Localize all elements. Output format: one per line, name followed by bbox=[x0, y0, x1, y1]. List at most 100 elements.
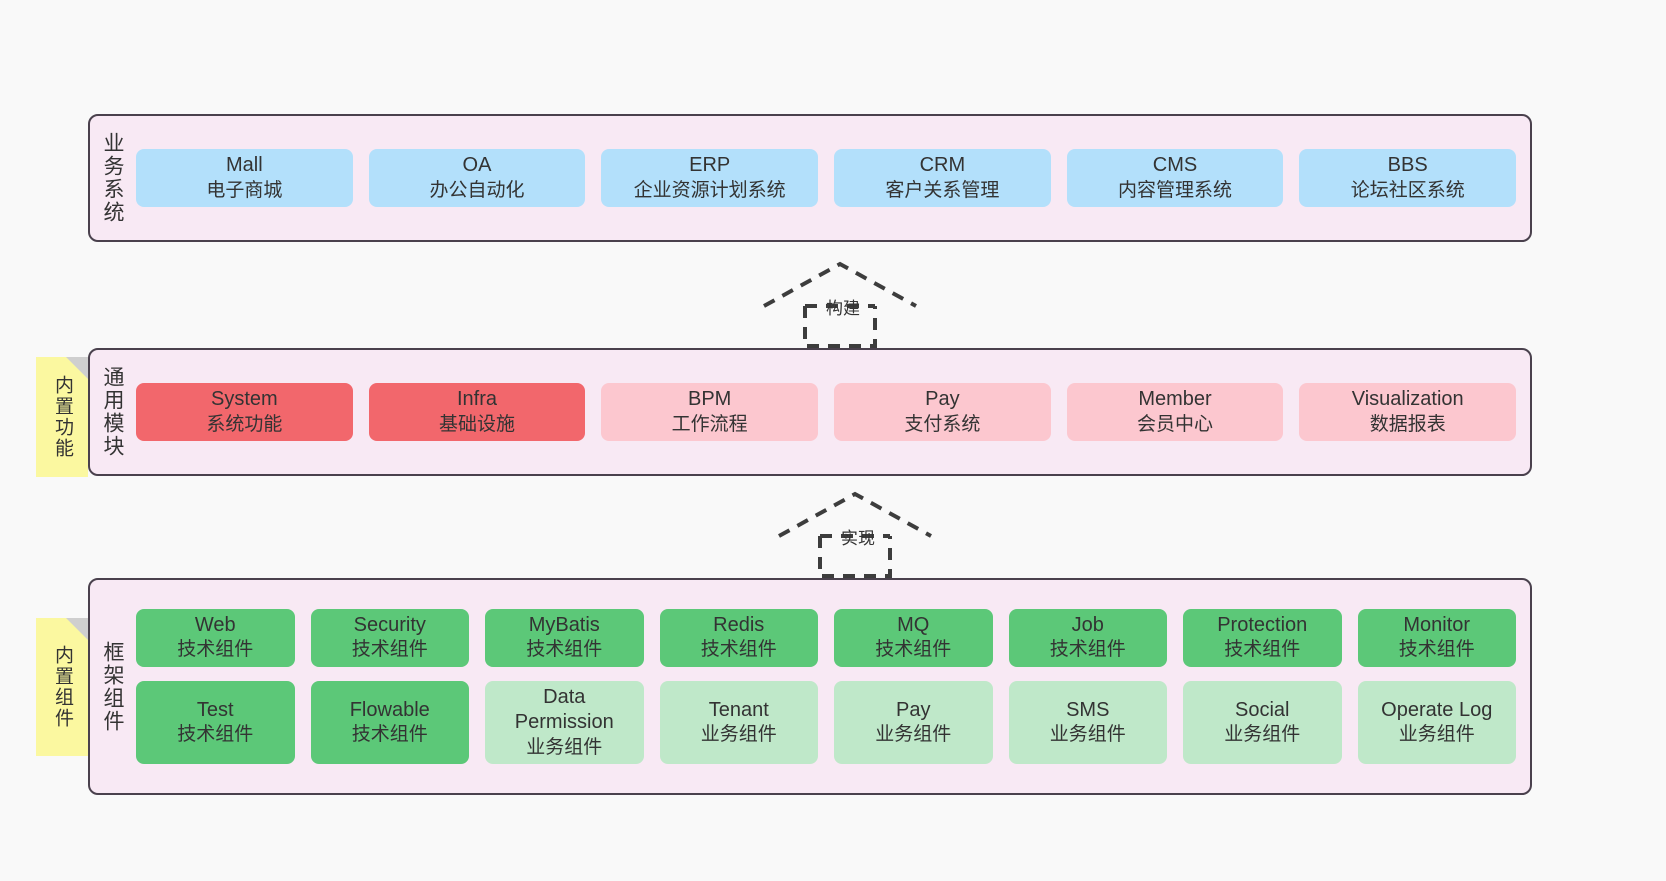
sticky-note-builtin-component: 内置组件 bbox=[36, 618, 88, 756]
node-subtitle: 基础设施 bbox=[439, 413, 516, 435]
node-subtitle: 业务组件 bbox=[1398, 724, 1475, 746]
node-title: ERP bbox=[689, 154, 731, 177]
node-title: CRM bbox=[919, 154, 966, 177]
node-title: CMS bbox=[1152, 154, 1198, 177]
node-pay[interactable]: Pay 支付系统 bbox=[834, 383, 1051, 441]
node-subtitle: 业务组件 bbox=[1224, 724, 1301, 746]
node-member[interactable]: Member 会员中心 bbox=[1066, 383, 1284, 441]
node-title: Mall bbox=[226, 154, 263, 177]
node-title: BPM bbox=[688, 388, 732, 411]
node-protection[interactable]: Protection 技术组件 bbox=[1183, 608, 1342, 667]
node-title: BBS bbox=[1387, 154, 1428, 177]
node-subtitle: 工作流程 bbox=[671, 413, 748, 435]
node-tenant[interactable]: Tenant 业务组件 bbox=[659, 680, 818, 765]
node-title: Operate Log bbox=[1381, 698, 1493, 721]
layer-common-module: 通用模块 System 系统功能 Infra 基础设施 BPM 工作流程 Pay… bbox=[88, 348, 1532, 476]
node-title: Data Permission bbox=[514, 685, 614, 734]
layer-body-framework: Web 技术组件 Security 技术组件 MyBatis 技术组件 Redi… bbox=[134, 580, 1530, 793]
node-web[interactable]: Web 技术组件 bbox=[136, 608, 295, 667]
layer-title-framework: 框架组件 bbox=[101, 640, 125, 733]
node-security[interactable]: Security 技术组件 bbox=[310, 608, 469, 667]
connector-shaft bbox=[818, 536, 892, 578]
node-title: Visualization bbox=[1351, 388, 1464, 411]
node-title: Flowable bbox=[349, 698, 430, 721]
sticky-note-builtin-feature: 内置功能 bbox=[36, 357, 88, 477]
node-title: MQ bbox=[897, 613, 930, 636]
node-redis[interactable]: Redis 技术组件 bbox=[659, 608, 818, 667]
node-data-permission[interactable]: Data Permission 业务组件 bbox=[485, 680, 644, 765]
node-mall[interactable]: Mall 电子商城 bbox=[136, 149, 353, 207]
node-title: Web bbox=[194, 613, 236, 636]
node-crm[interactable]: CRM 客户关系管理 bbox=[834, 149, 1051, 207]
node-job[interactable]: Job 技术组件 bbox=[1008, 608, 1167, 667]
arrowhead-left-right bbox=[778, 491, 932, 538]
arrowhead-left-right bbox=[763, 261, 917, 308]
layer-body-common: System 系统功能 Infra 基础设施 BPM 工作流程 Pay 支付系统… bbox=[134, 350, 1530, 474]
connector-implement: 实现 bbox=[765, 488, 945, 578]
node-test[interactable]: Test 技术组件 bbox=[136, 680, 295, 765]
node-subtitle: 数据报表 bbox=[1369, 413, 1446, 435]
node-subtitle: 会员中心 bbox=[1137, 413, 1214, 435]
note-fold-icon bbox=[66, 357, 88, 379]
layer-title-common: 通用模块 bbox=[101, 366, 125, 458]
node-subtitle: 技术组件 bbox=[526, 639, 603, 661]
node-subtitle: 技术组件 bbox=[351, 639, 428, 661]
node-title: Pay bbox=[896, 698, 931, 721]
layer-body-business: Mall 电子商城 OA 办公自动化 ERP 企业资源计划系统 CRM 客户关系… bbox=[134, 116, 1530, 240]
node-subtitle: 系统功能 bbox=[206, 413, 283, 435]
node-mybatis[interactable]: MyBatis 技术组件 bbox=[485, 608, 644, 667]
node-subtitle: 技术组件 bbox=[1398, 639, 1475, 661]
node-title: Test bbox=[196, 698, 234, 721]
node-title: Pay bbox=[925, 388, 960, 411]
node-title: Tenant bbox=[708, 698, 769, 721]
connector-shaft bbox=[803, 306, 877, 348]
note-label: 内置功能 bbox=[51, 375, 73, 459]
node-pay-biz[interactable]: Pay 业务组件 bbox=[834, 680, 993, 765]
node-mq[interactable]: MQ 技术组件 bbox=[834, 608, 993, 667]
node-title: Protection bbox=[1217, 613, 1308, 636]
layer-framework-component: 框架组件 Web 技术组件 Security 技术组件 MyBatis 技术组件… bbox=[88, 578, 1532, 795]
node-flowable[interactable]: Flowable 技术组件 bbox=[310, 680, 469, 765]
node-subtitle: 技术组件 bbox=[700, 639, 777, 661]
node-social[interactable]: Social 业务组件 bbox=[1183, 680, 1342, 765]
node-subtitle: 业务组件 bbox=[1049, 724, 1126, 746]
node-subtitle: 技术组件 bbox=[351, 724, 428, 746]
node-monitor[interactable]: Monitor 技术组件 bbox=[1357, 608, 1516, 667]
node-subtitle: 技术组件 bbox=[875, 639, 952, 661]
node-title: MyBatis bbox=[528, 613, 600, 636]
layer-row: System 系统功能 Infra 基础设施 BPM 工作流程 Pay 支付系统… bbox=[136, 383, 1517, 441]
node-bpm[interactable]: BPM 工作流程 bbox=[601, 383, 819, 441]
node-title: Security bbox=[353, 613, 426, 636]
node-subtitle: 业务组件 bbox=[700, 724, 777, 746]
note-label: 内置组件 bbox=[51, 645, 73, 729]
layer-title-business: 业务系统 bbox=[101, 132, 125, 224]
layer-row: Mall 电子商城 OA 办公自动化 ERP 企业资源计划系统 CRM 客户关系… bbox=[136, 149, 1517, 207]
node-subtitle: 企业资源计划系统 bbox=[633, 179, 786, 201]
node-oa[interactable]: OA 办公自动化 bbox=[368, 149, 586, 207]
node-subtitle: 电子商城 bbox=[206, 179, 283, 201]
node-infra[interactable]: Infra 基础设施 bbox=[368, 383, 586, 441]
node-title: System bbox=[210, 388, 278, 411]
layer-business-system: 业务系统 Mall 电子商城 OA 办公自动化 ERP 企业资源计划系统 CRM… bbox=[88, 114, 1532, 242]
connector-label-build: 构建 bbox=[826, 299, 860, 318]
node-title: Member bbox=[1138, 388, 1212, 411]
node-subtitle: 论坛社区系统 bbox=[1350, 179, 1465, 201]
node-title: Social bbox=[1235, 698, 1290, 721]
node-operate-log[interactable]: Operate Log 业务组件 bbox=[1357, 680, 1516, 765]
node-visualization[interactable]: Visualization 数据报表 bbox=[1299, 383, 1517, 441]
node-subtitle: 内容管理系统 bbox=[1118, 179, 1233, 201]
node-cms[interactable]: CMS 内容管理系统 bbox=[1066, 149, 1284, 207]
node-sms[interactable]: SMS 业务组件 bbox=[1008, 680, 1167, 765]
node-title: Redis bbox=[713, 613, 765, 636]
node-subtitle: 技术组件 bbox=[177, 639, 254, 661]
node-title: Job bbox=[1071, 613, 1104, 636]
node-erp[interactable]: ERP 企业资源计划系统 bbox=[601, 149, 819, 207]
node-subtitle: 支付系统 bbox=[904, 413, 981, 435]
node-title: SMS bbox=[1066, 698, 1110, 721]
node-subtitle: 客户关系管理 bbox=[885, 179, 1000, 201]
node-system[interactable]: System 系统功能 bbox=[136, 383, 353, 441]
node-bbs[interactable]: BBS 论坛社区系统 bbox=[1299, 149, 1517, 207]
node-subtitle: 技术组件 bbox=[1224, 639, 1301, 661]
node-subtitle: 技术组件 bbox=[1049, 639, 1126, 661]
